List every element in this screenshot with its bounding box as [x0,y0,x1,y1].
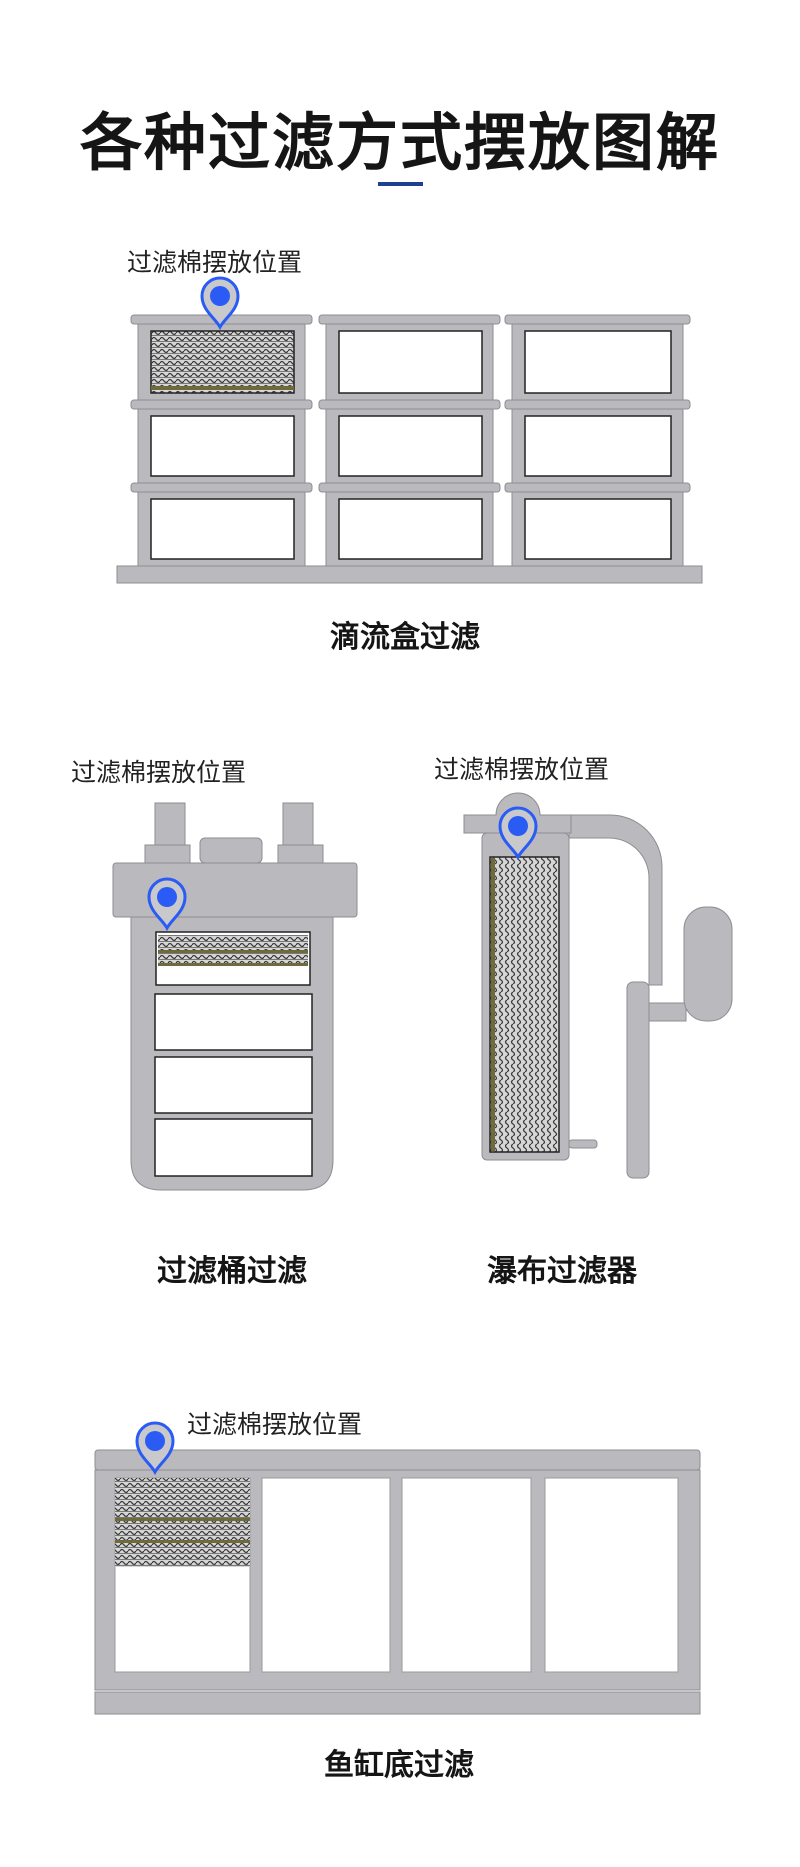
canister-outlet-pipe [282,802,314,846]
hang-on-diagram [463,792,733,1179]
canister-inlet-pipe [154,802,186,846]
sump-compartment-4 [544,1477,679,1673]
drip-base [116,565,703,584]
page-title: 各种过滤方式摆放图解 [79,106,720,179]
sump-compartment-2 [261,1477,391,1673]
canister-tray-2 [154,993,313,1051]
canister-caption: 过滤桶过滤 [157,1254,307,1289]
sump-filter-position-label: 过滤棉摆放位置 [187,1410,363,1439]
hang-on-outlet-arm [568,814,663,986]
drip-box-diagram [116,314,703,584]
canister-diagram [112,802,358,1191]
drip-filter-cotton [150,330,295,394]
sump-top [94,1449,701,1471]
drip-box-filter-position-label: 过滤棉摆放位置 [127,248,303,277]
sump-compartment-3 [401,1477,532,1673]
sump-base [94,1691,701,1715]
sump-filter-cotton [115,1478,250,1567]
sump-diagram [94,1449,701,1715]
canister-tray-4 [154,1118,313,1177]
sump-caption: 鱼缸底过滤 [324,1748,474,1783]
canister-filter-position-label: 过滤棉摆放位置 [71,758,247,787]
hang-on-filter-cotton [489,856,560,1153]
hang-on-caption: 瀑布过滤器 [487,1254,637,1289]
canister-tray-3 [154,1056,313,1114]
drip-box-caption: 滴流盒过滤 [330,620,480,655]
hang-on-filter-position-label: 过滤棉摆放位置 [434,755,610,784]
hang-on-intake-pipe [626,981,650,1179]
hang-on-side-knob [683,906,733,1022]
title-underline [378,182,423,186]
